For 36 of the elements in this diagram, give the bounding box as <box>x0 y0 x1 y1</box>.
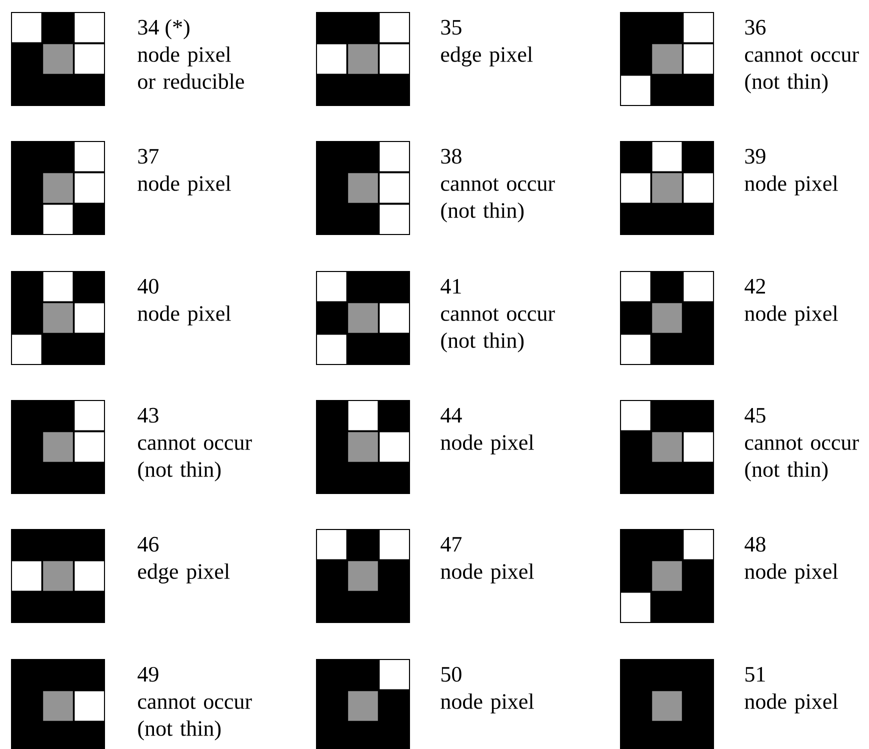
pattern-number: 49 <box>138 666 158 682</box>
pattern-number: 39 <box>745 148 766 164</box>
pattern-description: cannot occur (not thin) <box>745 437 859 482</box>
pattern-number: 50 <box>442 666 462 682</box>
pattern-description: cannot occur (not thin) <box>138 696 252 740</box>
pattern-number: 48 <box>744 536 766 552</box>
pattern-description: node pixel <box>138 305 231 326</box>
pattern-number: 44 <box>440 408 462 422</box>
pattern-number: 51 <box>746 666 765 682</box>
pattern-number: 43 <box>138 408 158 423</box>
pattern-number: 40 <box>138 278 158 294</box>
pattern-number: 47 <box>440 537 462 552</box>
pattern-description: node pixel <box>138 175 231 196</box>
pattern-description: node pixel <box>440 563 534 584</box>
pattern-description: node pixel <box>744 693 838 714</box>
pattern-description: edge pixel <box>441 46 533 66</box>
pattern-description: cannot occur (not thin) <box>138 437 252 482</box>
pattern-description: cannot occur (not thin) <box>441 178 555 222</box>
pattern-description: cannot occur (not thin) <box>441 308 555 352</box>
pattern-number: 46 <box>138 536 159 552</box>
pattern-description: node pixel <box>440 693 534 714</box>
pattern-number: 42 <box>744 278 765 294</box>
pattern-number: 41 <box>440 278 461 294</box>
pattern-description: node pixel <box>744 563 838 584</box>
pattern-number: 38 <box>441 148 462 164</box>
pattern-description: edge pixel <box>138 563 230 584</box>
pattern-description: node pixel <box>744 305 838 326</box>
pattern-number: 35 <box>441 20 462 35</box>
pattern-description: node pixel <box>440 434 534 454</box>
pattern-description: node pixel <box>744 175 838 196</box>
pattern-description: node pixel or reducible <box>138 46 244 89</box>
pattern-number: 36 <box>745 20 766 35</box>
pattern-number: 34 (*) <box>138 19 190 40</box>
pattern-number: 37 <box>138 148 159 164</box>
pattern-number: 45 <box>744 408 766 423</box>
pattern-description: cannot occur (not thin) <box>745 49 859 94</box>
